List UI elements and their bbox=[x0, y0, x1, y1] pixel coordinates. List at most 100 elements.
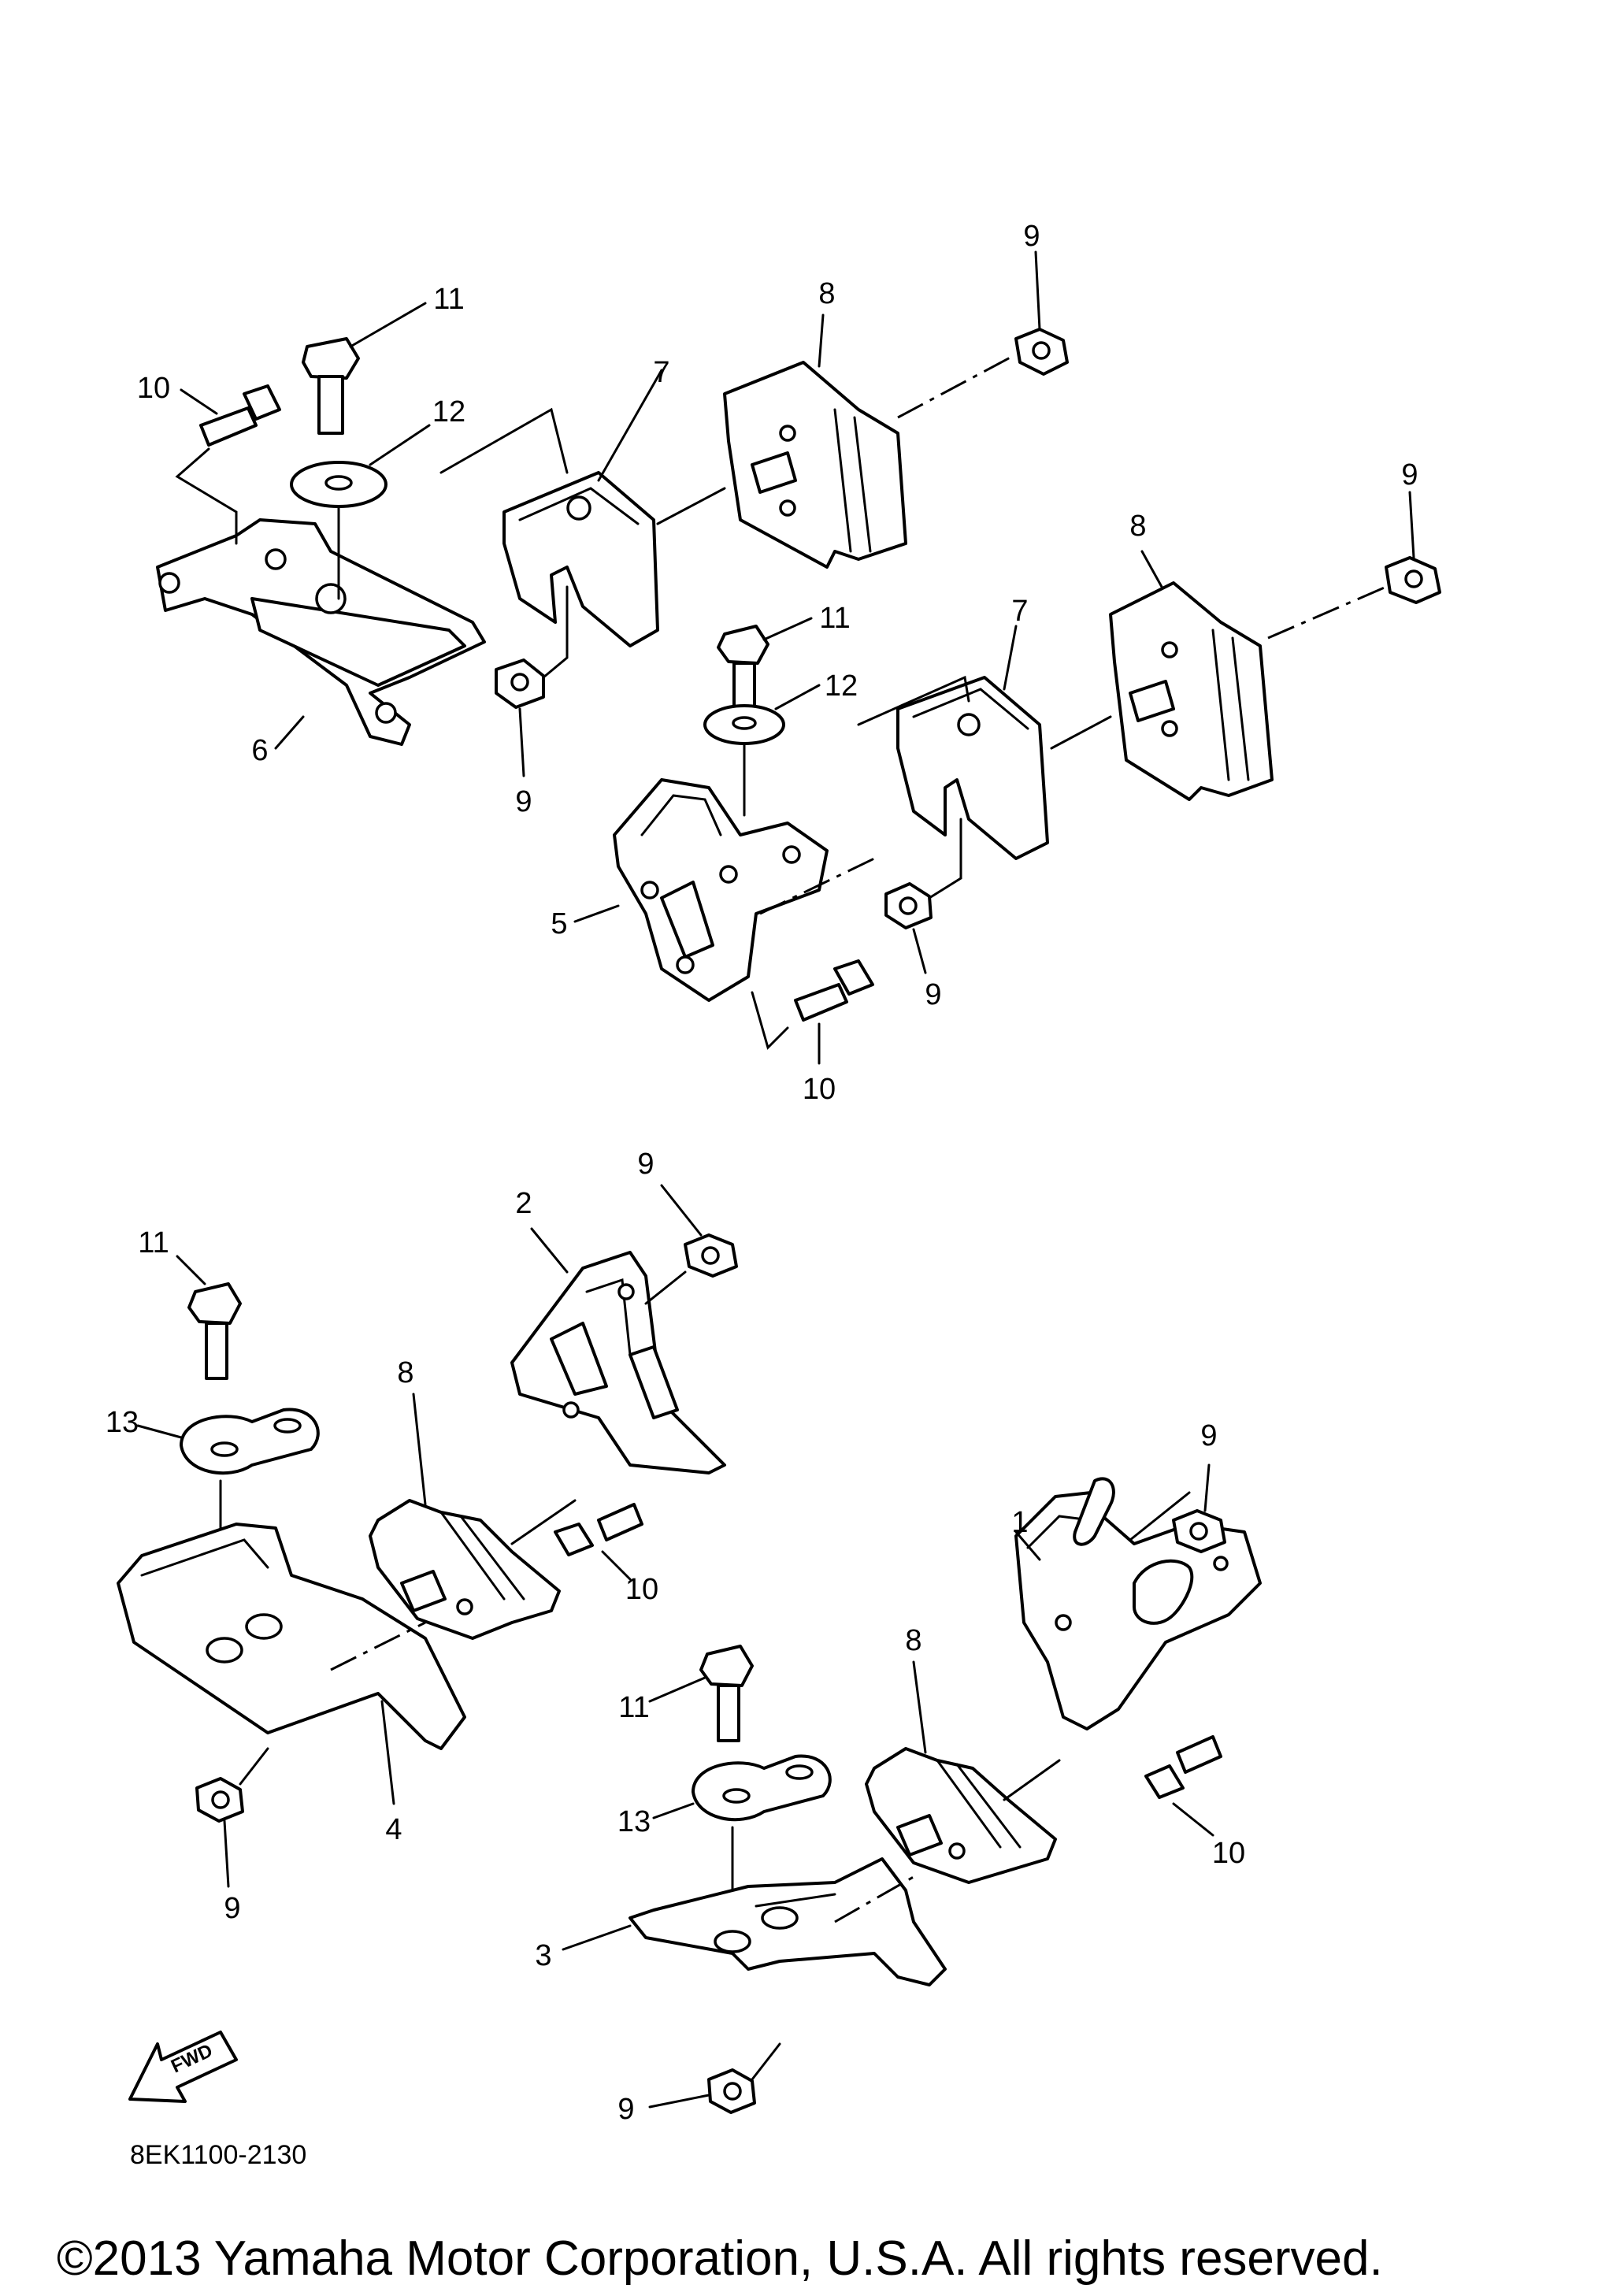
callout-3: 3 bbox=[535, 1939, 551, 1972]
callout-9-h: 9 bbox=[617, 2093, 634, 2126]
callout-6: 6 bbox=[251, 734, 268, 767]
leader-6 bbox=[274, 715, 305, 750]
callout-10-c: 10 bbox=[625, 1573, 658, 1606]
part-11-bolt-bl bbox=[187, 1282, 242, 1380]
link-7-8-a bbox=[656, 487, 726, 525]
part-13-plate bbox=[180, 1408, 320, 1475]
leader-11-c bbox=[176, 1255, 206, 1285]
part-7-spacer-mid bbox=[896, 676, 1049, 860]
part-10-bolt-bl bbox=[554, 1503, 643, 1556]
callout-11-b: 11 bbox=[819, 602, 850, 635]
callout-13-a: 13 bbox=[106, 1406, 139, 1439]
part-11-bolt-mid bbox=[717, 625, 769, 714]
callout-7-a: 7 bbox=[653, 356, 669, 389]
dash-line-8-9-b bbox=[1267, 585, 1387, 640]
leader-10-d bbox=[1172, 1802, 1214, 1837]
leader-11-d bbox=[648, 1676, 706, 1703]
dash-line-7-b bbox=[857, 675, 970, 726]
leader-11-b bbox=[762, 617, 813, 641]
callout-2: 2 bbox=[515, 1187, 532, 1220]
fwd-arrow-icon: FWD bbox=[128, 2031, 238, 2103]
callout-8-a: 8 bbox=[818, 277, 835, 310]
leader-13-a bbox=[136, 1424, 183, 1439]
callout-9-c: 9 bbox=[925, 978, 941, 1011]
callout-9-a: 9 bbox=[515, 785, 532, 818]
part-8-mount-bl bbox=[369, 1499, 561, 1640]
part-8-mount-mid bbox=[1109, 581, 1274, 801]
callout-11-c: 11 bbox=[138, 1226, 169, 1259]
callout-9-b: 9 bbox=[1023, 220, 1040, 253]
part-10-bolt bbox=[199, 384, 281, 447]
dash-line-10-a bbox=[175, 447, 238, 545]
part-9-nut-right bbox=[1385, 556, 1441, 604]
callout-4: 4 bbox=[385, 1813, 402, 1846]
callout-10-b: 10 bbox=[803, 1073, 836, 1106]
leader-13-b bbox=[652, 1802, 695, 1819]
part-8-mount-br bbox=[865, 1747, 1057, 1884]
dash-line-7-a bbox=[439, 407, 569, 474]
callout-1: 1 bbox=[1011, 1506, 1028, 1539]
part-4-bracket bbox=[117, 1523, 466, 1750]
link-4-9 bbox=[239, 1747, 269, 1786]
leader-9-f bbox=[223, 1819, 230, 1888]
part-12-washer bbox=[290, 461, 387, 508]
leader-9-d bbox=[1408, 491, 1415, 559]
leader-1 bbox=[1014, 1530, 1041, 1561]
link-3-9 bbox=[751, 2042, 781, 2081]
dash-line-4 bbox=[330, 1621, 426, 1671]
leader-7-b bbox=[1003, 625, 1018, 691]
part-1-bracket bbox=[1014, 1477, 1262, 1730]
callout-8-d: 8 bbox=[905, 1624, 921, 1657]
dash-line-5 bbox=[759, 857, 875, 915]
leader-8-a bbox=[818, 313, 825, 368]
callout-8-c: 8 bbox=[397, 1356, 413, 1389]
leader-7-a bbox=[597, 369, 663, 482]
link-7-8-b bbox=[1050, 715, 1112, 750]
leader-8-d bbox=[912, 1660, 927, 1754]
dash-line-8-9-a bbox=[897, 353, 1017, 419]
leader-9-h bbox=[648, 2094, 710, 2109]
dash-line-9-c bbox=[928, 818, 962, 899]
link-2-9 bbox=[644, 1270, 687, 1305]
leader-9-b bbox=[1034, 250, 1041, 331]
part-10-bolt-mid bbox=[794, 959, 874, 1022]
callout-11-a: 11 bbox=[433, 283, 464, 316]
callout-8-b: 8 bbox=[1129, 510, 1146, 543]
leader-9-c bbox=[912, 928, 927, 974]
callout-9-d: 9 bbox=[1401, 458, 1418, 491]
part-9-nut-br-low bbox=[707, 2068, 756, 2114]
link-8-1 bbox=[1003, 1759, 1061, 1801]
part-9-nut-br bbox=[1172, 1509, 1226, 1553]
callout-13-b: 13 bbox=[617, 1805, 651, 1838]
part-13-plate-br bbox=[692, 1754, 832, 1822]
part-2-bracket bbox=[510, 1251, 726, 1474]
callout-12-a: 12 bbox=[432, 395, 465, 428]
dash-line-3 bbox=[834, 1873, 918, 1923]
callout-9-g: 9 bbox=[1200, 1419, 1217, 1452]
part-9-nut-bl bbox=[684, 1233, 738, 1278]
link-8-2 bbox=[510, 1499, 577, 1545]
leader-9-e bbox=[660, 1184, 703, 1237]
leader-4 bbox=[380, 1700, 395, 1805]
leader-2 bbox=[530, 1227, 569, 1274]
copyright-notice: ©2013 Yamaha Motor Corporation, U.S.A. A… bbox=[57, 2231, 1383, 2286]
callout-9-e: 9 bbox=[637, 1148, 654, 1181]
link-1-9 bbox=[1129, 1491, 1191, 1541]
leader-5 bbox=[573, 904, 620, 923]
leader-10-a bbox=[180, 388, 218, 415]
leader-3 bbox=[562, 1924, 632, 1951]
callout-9-f: 9 bbox=[224, 1892, 240, 1925]
callout-10-d: 10 bbox=[1212, 1837, 1245, 1870]
leader-10-c bbox=[601, 1550, 632, 1581]
leader-8-b bbox=[1140, 550, 1163, 588]
part-9-nut-mid bbox=[884, 882, 933, 929]
part-10-bolt-br bbox=[1144, 1735, 1222, 1799]
callout-11-d: 11 bbox=[618, 1691, 649, 1724]
leader-12-a bbox=[369, 424, 431, 466]
leader-12-b bbox=[774, 684, 821, 710]
part-7-spacer bbox=[502, 471, 659, 647]
dash-line-10-b bbox=[751, 991, 789, 1050]
callout-10-a: 10 bbox=[137, 372, 170, 405]
part-code: 8EK1100-2130 bbox=[130, 2140, 306, 2170]
part-12-washer-mid bbox=[703, 704, 785, 745]
